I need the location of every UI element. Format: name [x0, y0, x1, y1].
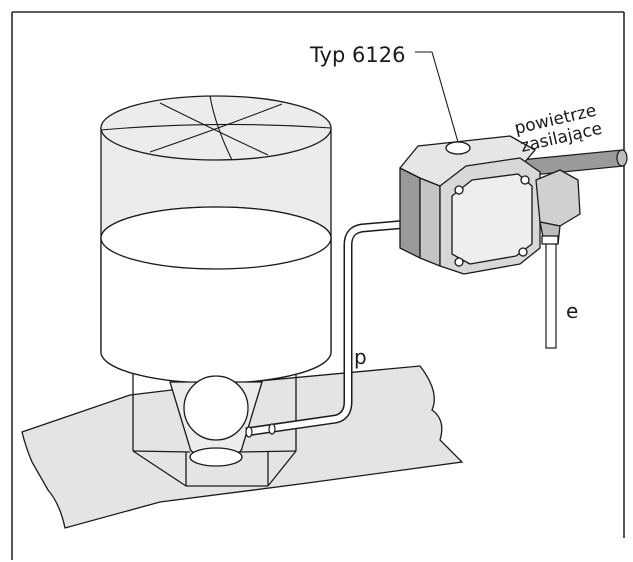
device-top — [399, 135, 536, 187]
pipe-fitting-2 — [268, 423, 276, 435]
screw-icon — [520, 175, 530, 185]
outlet-sphere — [183, 375, 249, 441]
liquid-surface — [100, 206, 332, 270]
screw-icon — [454, 185, 464, 195]
diagram-frame — [11, 11, 625, 560]
type-leader-line — [415, 51, 459, 143]
device-left-side — [399, 167, 421, 259]
device-top-port — [445, 141, 471, 155]
tank-support-frame — [132, 372, 297, 487]
electric-cable — [545, 239, 557, 349]
pipe-inner — [245, 221, 409, 435]
electrical-connector — [535, 169, 581, 227]
screw-icon — [454, 257, 464, 267]
device-cover — [451, 173, 533, 265]
screw-icon — [518, 247, 528, 257]
pipe-fitting-1 — [245, 426, 253, 438]
label-device-type: Typ 6126 — [309, 43, 405, 67]
pressure-transducer — [399, 135, 581, 275]
lid-ribs — [100, 95, 332, 161]
silo-tank — [100, 95, 332, 487]
label-pressure-p: p — [354, 345, 367, 369]
hopper-outlet — [189, 447, 243, 467]
tank-lid — [100, 95, 332, 161]
label-electric-e: e — [566, 299, 578, 323]
